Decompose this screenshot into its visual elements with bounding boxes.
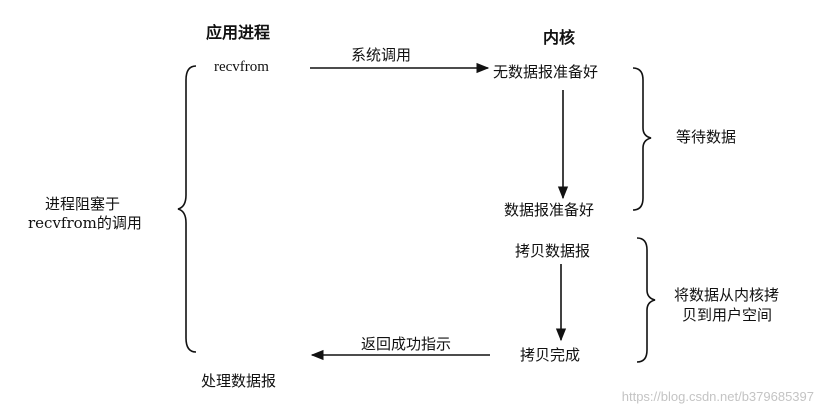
datagram-ready: 数据报准备好 — [504, 201, 595, 219]
phase-copy-line1: 将数据从内核拷 — [674, 286, 780, 304]
watermark: https://blog.csdn.net/b379685397 — [621, 389, 814, 404]
phase-copy-line2: 贝到用户空间 — [682, 306, 773, 324]
blocked-note-line1: 进程阻塞于 — [45, 195, 121, 213]
syscall-label: 系统调用 — [351, 46, 412, 64]
return-success-label: 返回成功指示 — [361, 335, 452, 353]
no-datagram-ready: 无数据报准备好 — [493, 63, 599, 81]
copy-brace — [636, 237, 656, 363]
phase-wait-data: 等待数据 — [676, 128, 737, 146]
process-datagram: 处理数据报 — [201, 372, 277, 390]
copy-datagram: 拷贝数据报 — [515, 242, 591, 260]
header-app-process: 应用进程 — [206, 23, 271, 42]
copy-complete: 拷贝完成 — [520, 346, 581, 364]
wait-brace — [632, 67, 652, 211]
left-brace — [177, 65, 197, 353]
recvfrom-call: recvfrom — [214, 59, 269, 75]
blocked-note-line2: recvfrom的调用 — [28, 214, 142, 232]
header-kernel: 内核 — [543, 28, 576, 47]
